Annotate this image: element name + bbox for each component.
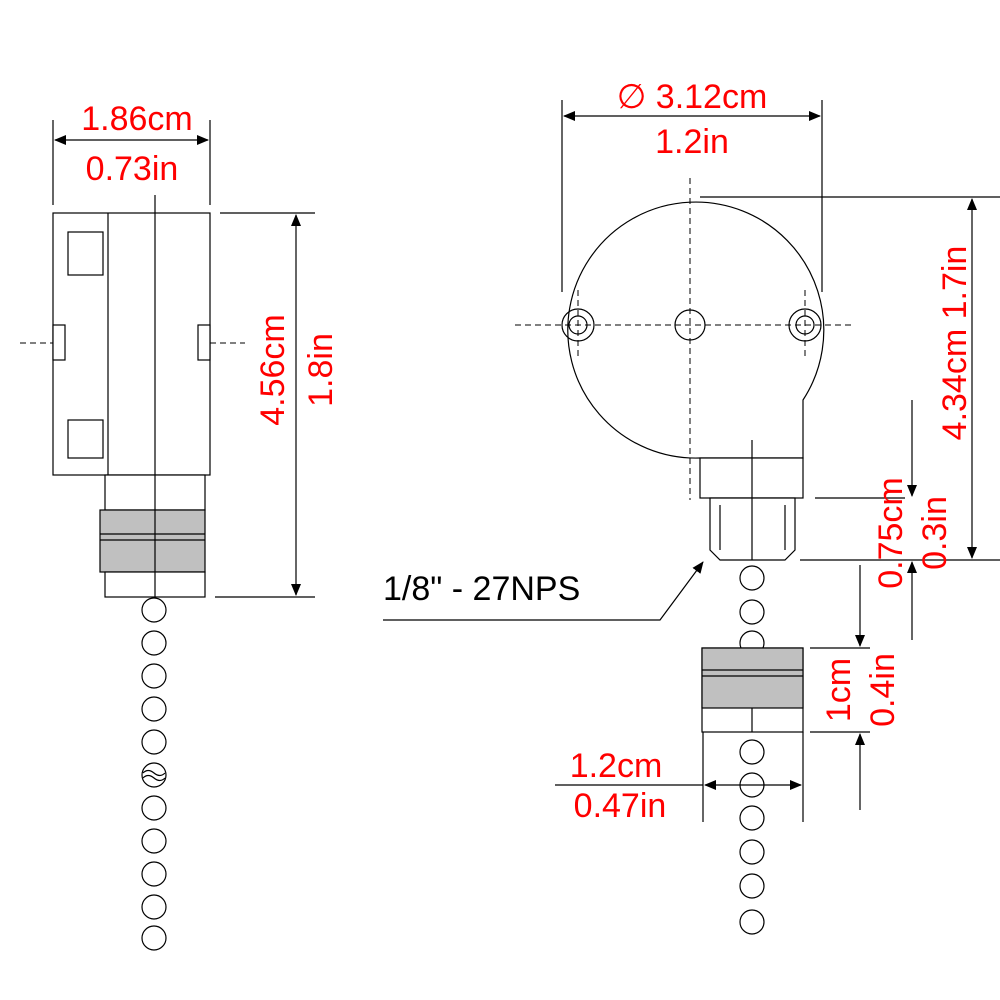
side-width-in: 0.73in xyxy=(86,150,179,188)
pull-chain-upper xyxy=(739,565,765,656)
pull-chain xyxy=(141,597,167,951)
chain-bead xyxy=(141,861,167,887)
switch-housing xyxy=(567,201,825,459)
chain-bead xyxy=(739,873,765,899)
side-height-in: 1.8in xyxy=(302,333,340,407)
thread-leader-line xyxy=(383,561,704,621)
pull-collar xyxy=(701,647,804,709)
collar-height-cm: 1cm xyxy=(820,658,858,722)
front-view xyxy=(383,100,1000,935)
side-width-cm: 1.86cm xyxy=(81,100,193,138)
chain-bead xyxy=(141,828,167,854)
collar-width-cm: 1.2cm xyxy=(570,747,663,785)
chain-bead xyxy=(739,805,765,831)
chain-bead xyxy=(141,663,167,689)
side-height-cm: 4.56cm xyxy=(254,314,292,426)
chain-bead xyxy=(141,597,167,623)
chain-bead xyxy=(141,729,167,755)
thread-spec-label: 1/8" - 27NPS xyxy=(383,570,580,608)
pull-collar xyxy=(99,509,206,573)
chain-bead xyxy=(141,795,167,821)
chain-bead xyxy=(141,630,167,656)
chain-bead xyxy=(141,925,167,951)
chain-bead xyxy=(739,909,765,935)
pull-chain-lower xyxy=(739,739,765,935)
front-height: 4.34cm 1.7in xyxy=(936,246,974,441)
thread-length-in: 0.3in xyxy=(916,496,954,570)
chain-bead xyxy=(739,739,765,765)
chain-bead xyxy=(739,565,765,591)
chain-bead xyxy=(141,696,167,722)
chain-bead xyxy=(739,599,765,625)
collar-height-in: 0.4in xyxy=(864,653,902,727)
collar-width-in: 0.47in xyxy=(574,787,667,825)
chain-connector xyxy=(142,769,166,782)
thread-length-cm: 0.75cm xyxy=(872,477,910,589)
diameter-cm: ∅ 3.12cm xyxy=(617,78,768,116)
diameter-in: 1.2in xyxy=(655,123,729,161)
chain-bead xyxy=(739,839,765,865)
chain-bead xyxy=(141,894,167,920)
side-view xyxy=(20,120,315,951)
